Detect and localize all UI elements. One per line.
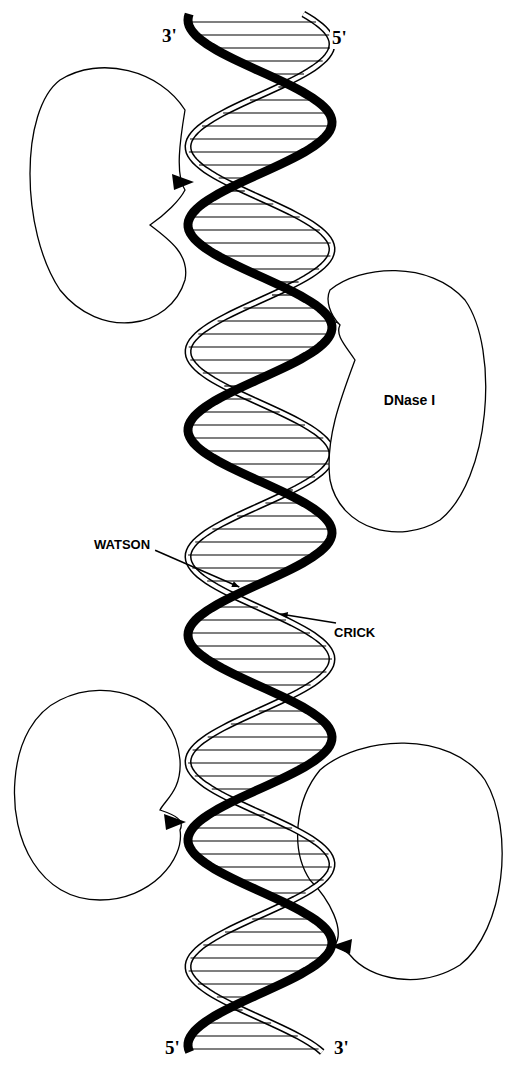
base-pair xyxy=(191,1035,298,1036)
base-pair xyxy=(188,554,315,555)
cut-arrowhead xyxy=(164,814,186,830)
base-pair xyxy=(211,866,331,867)
base-pair xyxy=(212,528,331,529)
base-pair xyxy=(190,138,323,139)
base-pair xyxy=(230,671,327,672)
strand-end: 5' xyxy=(330,28,349,49)
base-pair xyxy=(192,567,293,568)
base-pair xyxy=(189,229,320,230)
leader-lines xyxy=(155,550,336,623)
dnase-blob xyxy=(14,690,181,900)
base-pair xyxy=(237,515,323,516)
base-pair xyxy=(218,255,330,256)
base-pair xyxy=(202,450,331,451)
base-pair xyxy=(207,658,332,659)
base-pair xyxy=(195,775,288,776)
strand-name: CRICK xyxy=(332,626,377,640)
base-pair xyxy=(218,320,331,321)
base-pair xyxy=(189,346,320,347)
base-pair xyxy=(193,827,292,828)
cut-arrowhead xyxy=(331,939,352,954)
base-pair xyxy=(189,1048,319,1049)
leader-arrowhead xyxy=(280,612,288,618)
base-pair xyxy=(188,840,315,841)
base-pair xyxy=(199,411,280,412)
base-pair xyxy=(198,983,281,984)
watson-strand xyxy=(188,14,332,1052)
base-pair xyxy=(189,424,305,425)
base-pair xyxy=(193,749,327,750)
base-pair xyxy=(238,60,323,61)
base-pair xyxy=(208,736,332,737)
base-pair xyxy=(191,957,325,958)
base-pair xyxy=(202,203,273,204)
base-pair xyxy=(195,541,329,542)
base-pair xyxy=(198,333,330,334)
leader-line xyxy=(155,550,239,587)
enzyme-blob: DNase I xyxy=(305,255,500,545)
base-pair xyxy=(213,47,332,48)
base-pair xyxy=(188,21,316,22)
crick-strand-core xyxy=(188,14,332,1052)
base-pair xyxy=(199,164,279,165)
base-pair xyxy=(199,242,331,243)
base-pair xyxy=(190,216,300,217)
strand-end: 3' xyxy=(160,26,179,47)
base-pair xyxy=(192,645,326,646)
base-pair xyxy=(252,918,314,919)
base-pair xyxy=(196,34,330,35)
strand-name: WATSON xyxy=(92,538,152,552)
base-pair xyxy=(250,99,316,100)
base-pair xyxy=(189,970,307,971)
base-pair xyxy=(203,944,331,945)
base-pair xyxy=(190,437,323,438)
base-pair xyxy=(236,879,324,880)
base-pair xyxy=(196,619,287,620)
strand-end: 3' xyxy=(332,1038,351,1059)
leader-arrowhead xyxy=(231,581,239,587)
strand-end: 5' xyxy=(163,1038,182,1059)
base-pair xyxy=(190,359,299,360)
double-helix xyxy=(188,14,332,1052)
base-pair xyxy=(244,307,320,308)
dnase-blob xyxy=(328,271,486,532)
base-pair xyxy=(188,762,311,763)
base-pair xyxy=(223,112,329,113)
enzyme-name: DNase I xyxy=(370,392,435,408)
blob-group xyxy=(328,271,486,532)
base-pair xyxy=(204,1022,271,1023)
base-pair xyxy=(188,632,310,633)
base-pair xyxy=(202,125,332,126)
dnase-blob xyxy=(30,68,186,323)
cut-arrowhead xyxy=(172,174,194,190)
base-pair xyxy=(224,463,329,464)
leader-line xyxy=(280,614,336,623)
base-pair xyxy=(189,151,305,152)
base-pair xyxy=(195,853,329,854)
base-pair xyxy=(225,931,328,932)
base-pair xyxy=(231,723,326,724)
crick-strand xyxy=(188,14,332,1052)
